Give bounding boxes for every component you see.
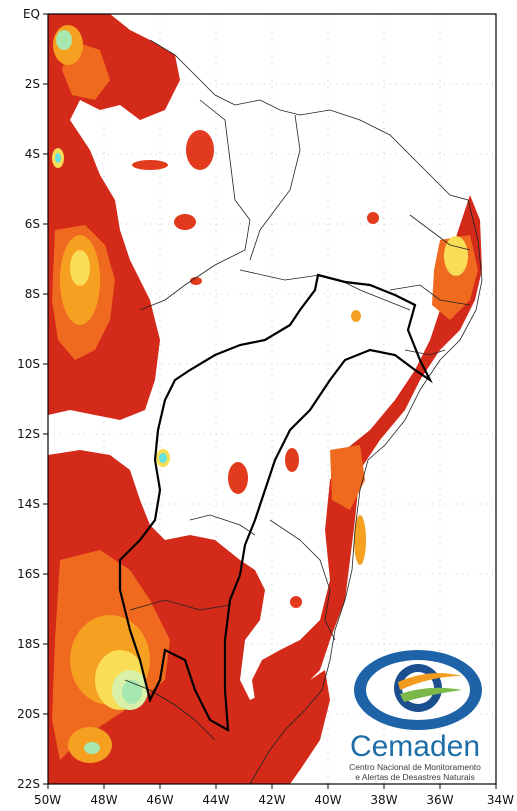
y-tick-label: 4S (25, 147, 40, 161)
x-axis: 50W 48W 46W 44W 42W 40W 38W 36W 34W (34, 784, 514, 807)
state-line-7 (269, 519, 336, 641)
cemaden-logo: Cemaden Centro Nacional de Monitoramento… (349, 650, 482, 782)
rain-cell-1 (186, 130, 214, 170)
state-line-1 (139, 99, 251, 311)
rain-patch-orange-5 (330, 445, 365, 510)
y-axis: EQ 2S 4S 6S 8S 10S 12S 14S 16S 18S 20S 22S (17, 7, 48, 791)
state-line-2 (249, 114, 301, 261)
rain-cell-5 (285, 448, 299, 472)
y-tick-label: EQ (23, 7, 40, 21)
state-line-4 (409, 214, 471, 251)
rain-cell-7 (132, 160, 168, 170)
state-line-6 (404, 349, 446, 356)
rainfall-field (48, 14, 482, 784)
coastline (149, 39, 483, 784)
basin-boundary (118, 273, 433, 732)
state-line-8 (189, 514, 256, 536)
logo-subtitle-line1: Centro Nacional de Monitoramento (349, 762, 481, 772)
basin-outline (118, 273, 433, 732)
y-tick-label: 22S (17, 777, 40, 791)
rain-cell-3 (367, 212, 379, 224)
rain-cell-6 (290, 596, 302, 608)
state-line-9 (129, 599, 231, 611)
x-tick-label: 42W (258, 793, 285, 807)
x-tick-label: 38W (370, 793, 397, 807)
x-tick-label: 48W (90, 793, 117, 807)
y-tick-label: 2S (25, 77, 40, 91)
rain-hotspot-cyan-2-core (55, 153, 61, 163)
state-line-10 (124, 679, 216, 741)
x-tick-label: 40W (314, 793, 341, 807)
x-tick-label: 34W (487, 793, 514, 807)
rain-hotspot-3 (351, 310, 361, 322)
rain-cell-8 (190, 277, 202, 285)
y-tick-label: 20S (17, 707, 40, 721)
y-tick-label: 8S (25, 287, 40, 301)
rain-core-green-3 (56, 30, 72, 50)
x-tick-label: 50W (34, 793, 61, 807)
y-tick-label: 18S (17, 637, 40, 651)
rain-hotspot-cyan-1-core (159, 453, 167, 463)
rain-core-yellow-3 (444, 236, 468, 276)
state-line-5 (389, 284, 471, 306)
logo-name: Cemaden (350, 730, 480, 763)
logo-subtitle-line2: e Alertas de Desastres Naturais (355, 772, 475, 782)
x-tick-label: 44W (202, 793, 229, 807)
x-tick-label: 46W (146, 793, 173, 807)
rain-cell-2 (174, 214, 196, 230)
rain-core-amber-4 (354, 515, 366, 565)
y-tick-label: 16S (17, 567, 40, 581)
y-tick-label: 6S (25, 217, 40, 231)
rain-core-yellow-1 (70, 250, 90, 286)
y-tick-label: 12S (17, 427, 40, 441)
x-tick-label: 36W (426, 793, 453, 807)
logo-swoosh-orange (398, 673, 462, 690)
rain-core-green-2 (84, 742, 100, 754)
y-tick-label: 14S (17, 497, 40, 511)
rain-area-east-coast (252, 195, 482, 700)
logo-swoosh-green (400, 687, 462, 702)
rain-cell-4 (228, 462, 248, 494)
state-boundaries (124, 39, 483, 784)
y-tick-label: 10S (17, 357, 40, 371)
rain-core-green (122, 680, 142, 704)
